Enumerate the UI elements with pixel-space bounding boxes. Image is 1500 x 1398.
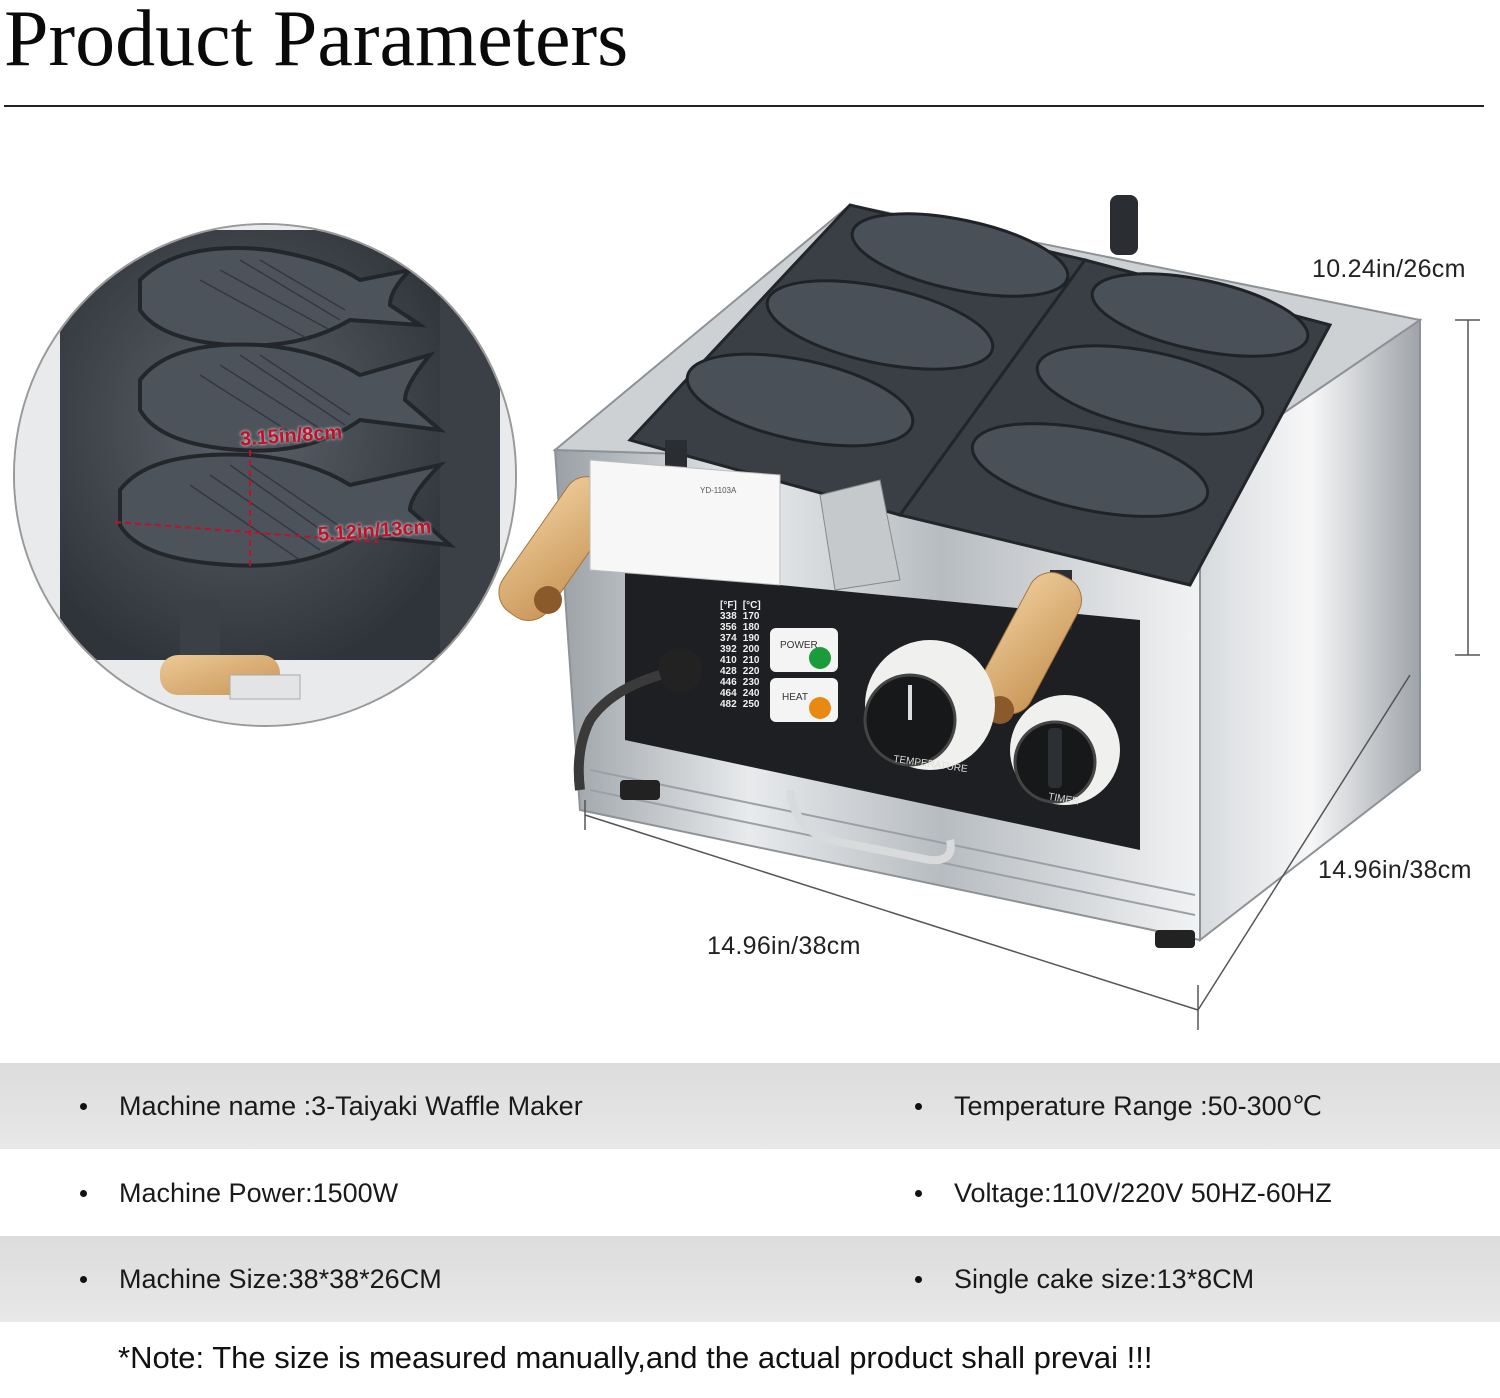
zoom-fish-mold-top [138, 246, 428, 348]
bullet-icon [80, 1275, 87, 1283]
power-label: POWER [780, 640, 818, 651]
spec-item: Voltage:110V/220V 50HZ-60HZ [915, 1150, 1332, 1236]
zoom-fish-mold-middle [138, 342, 447, 453]
timer-knob[interactable] [1010, 695, 1120, 805]
bullet-icon [80, 1102, 87, 1110]
spec-row-2: Machine Power:1500W Voltage:110V/220V 50… [0, 1150, 1500, 1236]
temperature-knob[interactable] [863, 640, 995, 770]
latch-plate [819, 479, 901, 591]
dimension-lines [584, 319, 1480, 1030]
fish-mold [850, 212, 1070, 298]
fish-mold [970, 422, 1210, 518]
celsius-column: [°C] 170 180 190 200 210 220 230 240 250 [742, 600, 761, 710]
spec-item: Temperature Range :50-300℃ [915, 1063, 1322, 1149]
zoom-circle [13, 223, 517, 727]
spec-item: Machine Power:1500W [80, 1150, 398, 1236]
fish-mold [1090, 272, 1310, 358]
fish-mold [1035, 344, 1265, 436]
waffle-maker-illustration [13, 195, 1480, 1030]
model-label: YD-1103A [700, 486, 737, 495]
title-divider [4, 105, 1484, 107]
width-dimension-label: 14.96in/38cm [707, 932, 861, 960]
temperature-scale: [°F] 338 356 374 392 410 428 446 464 482… [720, 600, 761, 710]
fish-mold [765, 279, 995, 371]
depth-dimension-label: 14.96in/38cm [1318, 856, 1472, 884]
spec-item: Single cake size:13*8CM [915, 1236, 1254, 1322]
power-light-icon [809, 647, 831, 669]
spec-item: Machine Size:38*38*26CM [80, 1236, 442, 1322]
power-cord [573, 670, 662, 791]
bullet-icon [80, 1189, 87, 1197]
foot [1155, 930, 1195, 948]
spec-row-1: Machine name :3-Taiyaki Waffle Maker Tem… [0, 1063, 1500, 1149]
mold-length-guide [114, 521, 379, 543]
hinge-knob [1110, 195, 1138, 255]
page-title: Product Parameters [4, 0, 629, 83]
waffle-maker [498, 195, 1423, 948]
heat-label: HEAT [782, 692, 808, 703]
bullet-icon [915, 1189, 922, 1197]
drip-tray-handle [786, 789, 955, 865]
zoom-fish-mold-bottom [118, 452, 457, 568]
fahrenheit-column: [°F] 338 356 374 392 410 428 446 464 482 [720, 600, 737, 710]
product-figure: POWER HEAT TEMPERATURE TIMER YD-1103A [°… [0, 150, 1500, 1050]
bullet-icon [915, 1102, 922, 1110]
bullet-icon [915, 1275, 922, 1283]
spec-sticker [589, 459, 781, 586]
spec-row-3: Machine Size:38*38*26CM Single cake size… [0, 1236, 1500, 1322]
height-dimension-label: 10.24in/26cm [1312, 255, 1466, 283]
foot [620, 780, 660, 800]
spec-item: Machine name :3-Taiyaki Waffle Maker [80, 1063, 583, 1149]
heat-light-icon [809, 697, 831, 719]
fish-mold [685, 352, 915, 448]
note-text: *Note: The size is measured manually,and… [118, 1340, 1153, 1375]
power-cord-plug [658, 648, 702, 692]
